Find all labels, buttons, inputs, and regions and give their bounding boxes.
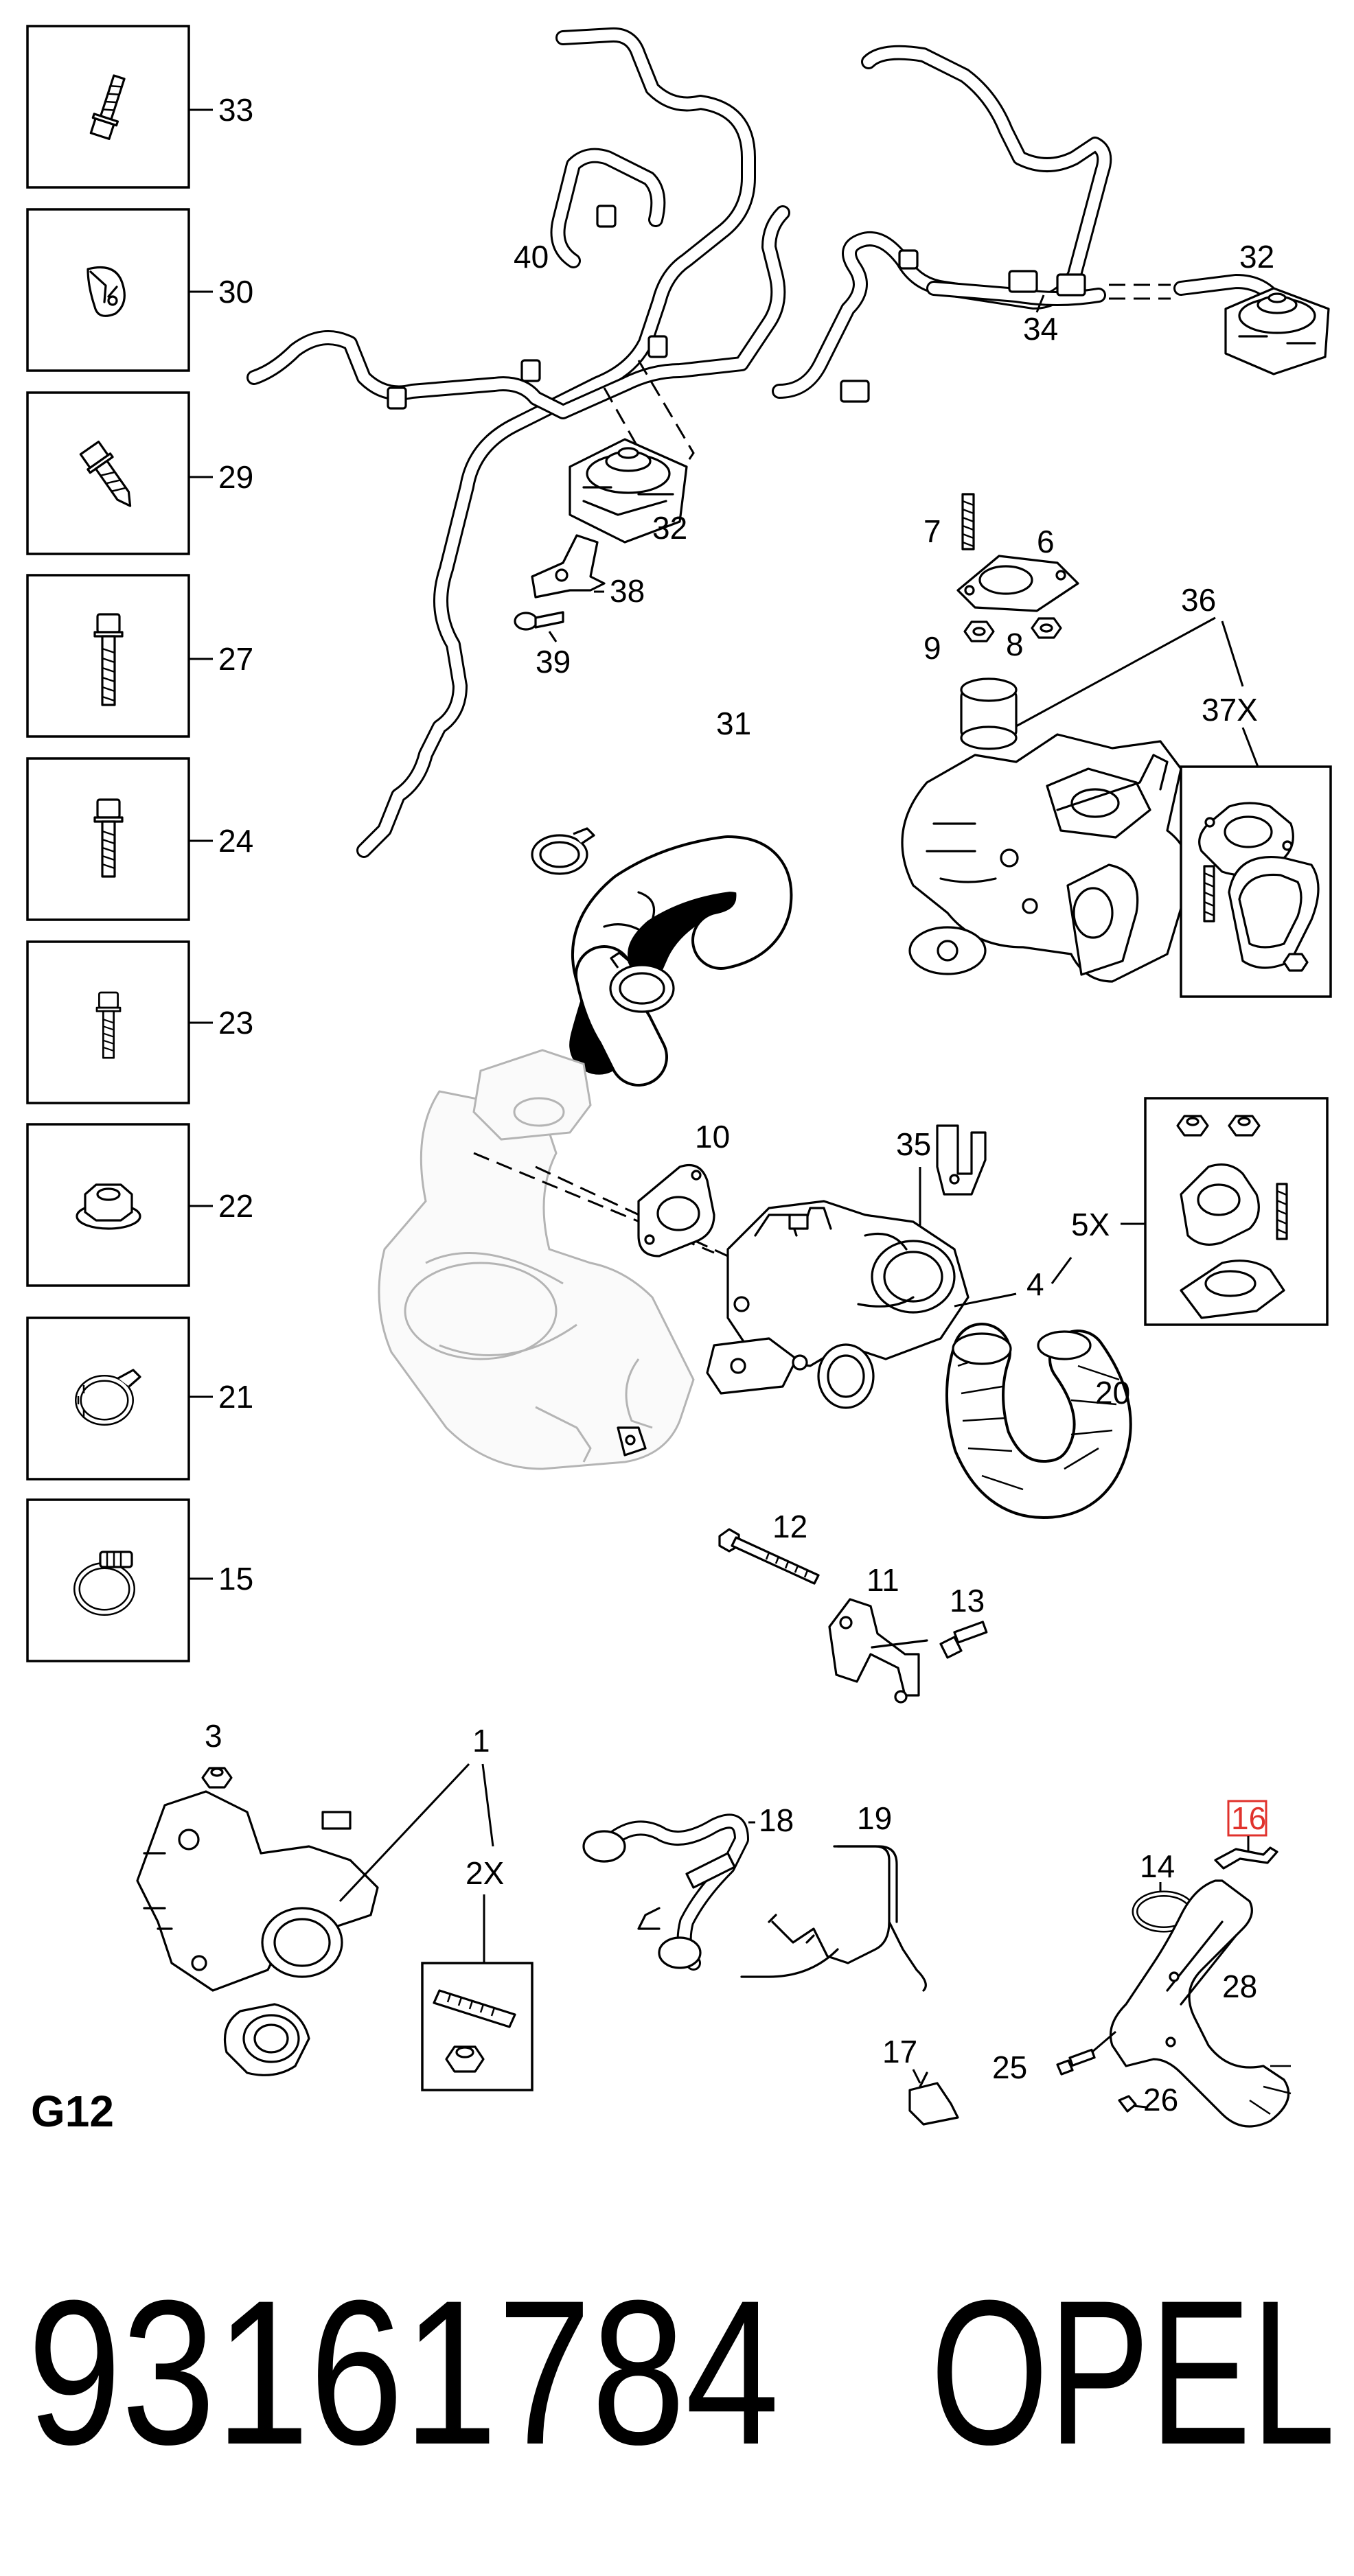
callout-6: 6 [1037, 524, 1055, 559]
sidebar-box-15[interactable]: 15 [26, 1498, 253, 1662]
part-number: 93161784 [27, 2257, 779, 2487]
bracket-35[interactable] [919, 1124, 987, 1235]
hex-flange-bolt-icon [89, 74, 126, 140]
sidebar-box-23[interactable]: 23 [26, 940, 253, 1104]
callout-40: 40 [514, 239, 549, 275]
gasket-6[interactable] [956, 555, 1079, 612]
gasket-kit-5x[interactable] [1144, 1097, 1329, 1326]
bolt-12[interactable] [718, 1528, 820, 1585]
intake-pipe-28[interactable] [1109, 1879, 1292, 2128]
brand-name: OPEL [930, 2257, 1335, 2487]
callout-22: 22 [218, 1188, 253, 1224]
pipe-19[interactable] [740, 1845, 927, 1992]
bracket-11[interactable] [828, 1598, 928, 1704]
callout-37x: 37X [1202, 692, 1258, 728]
bolt-13[interactable] [939, 1621, 988, 1659]
callout-16: 16 [1231, 1800, 1266, 1836]
turbocharger-1[interactable] [136, 1790, 379, 2076]
callout-28: 28 [1222, 1969, 1257, 2004]
sidebar-box-21[interactable]: 21 [26, 1316, 253, 1481]
flange-nut-icon [76, 1183, 141, 1230]
callout-20: 20 [1095, 1375, 1130, 1411]
group-code: G12 [31, 2087, 114, 2136]
vacuum-actuator-32-right[interactable] [1224, 287, 1330, 375]
nut-3[interactable] [201, 1767, 233, 1789]
screw-39[interactable] [514, 611, 564, 642]
callout-19: 19 [857, 1800, 892, 1836]
callout-14: 14 [1140, 1848, 1175, 1884]
gasket-10[interactable] [637, 1163, 715, 1257]
callout-31: 31 [716, 706, 751, 741]
vacuum-harness-40[interactable] [246, 27, 790, 858]
callout-17: 17 [882, 2034, 917, 2069]
callout-29: 29 [218, 459, 253, 495]
callout-2x: 2X [466, 1855, 504, 1891]
sidebar-box-22[interactable]: 22 [26, 1123, 253, 1287]
callout-10: 10 [695, 1119, 730, 1154]
callout-27: 27 [218, 641, 253, 677]
callout-34: 34 [1023, 311, 1058, 347]
sidebar-box-29[interactable]: 29 [26, 391, 253, 555]
callout-33: 33 [218, 92, 253, 128]
catalytic-converter-ghost [378, 1049, 695, 1470]
callout-32-right: 32 [1239, 239, 1274, 275]
callout-7: 7 [923, 513, 941, 549]
intercooler-hose-20[interactable] [945, 1323, 1132, 1519]
sidebar-box-24[interactable]: 24 [26, 757, 253, 921]
intake-hose-31[interactable] [531, 827, 793, 1087]
clip-26[interactable] [1118, 2095, 1147, 2113]
nut-9[interactable] [963, 620, 995, 642]
stud-7[interactable] [961, 493, 975, 550]
callout-15: 15 [218, 1561, 253, 1597]
sidebar-box-33[interactable]: 33 [26, 25, 253, 189]
bracket-38[interactable] [531, 534, 606, 599]
callout-25: 25 [992, 2050, 1027, 2085]
callout-12: 12 [772, 1509, 807, 1544]
sidebar-box-30[interactable]: 30 [26, 208, 253, 372]
callout-11: 11 [867, 1562, 899, 1598]
callout-32-left: 32 [652, 510, 687, 546]
callout-26: 26 [1143, 2082, 1178, 2117]
vacuum-hose-34[interactable] [772, 45, 1298, 403]
callout-13: 13 [950, 1583, 985, 1618]
highlight-frame [1227, 1800, 1267, 1837]
spring-hose-clamp-icon [75, 1369, 141, 1426]
hose-18[interactable] [582, 1813, 755, 1971]
turbocharger-4[interactable] [706, 1200, 969, 1409]
stud-nut-kit-2x[interactable] [421, 1962, 533, 2091]
bolt-25[interactable] [1056, 2030, 1116, 2076]
bracket-17[interactable] [908, 2069, 959, 2126]
callout-3: 3 [205, 1718, 222, 1754]
self-tapping-screw-icon [79, 440, 132, 507]
callout-18: 18 [759, 1802, 794, 1838]
sidebar-box-27[interactable]: 27 [26, 574, 253, 738]
callout-35: 35 [896, 1126, 931, 1162]
callout-38: 38 [610, 573, 645, 609]
callout-23: 23 [218, 1005, 253, 1041]
vacuum-actuator-32[interactable] [569, 438, 688, 544]
callout-30: 30 [218, 274, 253, 310]
clip-16[interactable] [1214, 1800, 1278, 1870]
callout-39: 39 [536, 644, 571, 680]
callout-9: 9 [923, 630, 941, 666]
gasket-kit-37x[interactable] [1180, 765, 1332, 998]
callout-24: 24 [218, 823, 253, 859]
turbocharger-36[interactable] [901, 677, 1191, 983]
callout-21: 21 [218, 1379, 253, 1415]
callout-5x: 5X [1071, 1207, 1110, 1242]
worm-hose-clamp-icon [73, 1551, 135, 1616]
callout-8: 8 [1006, 627, 1024, 662]
callout-4: 4 [1026, 1266, 1044, 1302]
callout-1: 1 [472, 1723, 490, 1759]
callout-36: 36 [1181, 582, 1216, 618]
nut-8[interactable] [1031, 617, 1062, 639]
long-bolt-icon [93, 613, 124, 706]
bracket-clip-icon [87, 266, 126, 317]
